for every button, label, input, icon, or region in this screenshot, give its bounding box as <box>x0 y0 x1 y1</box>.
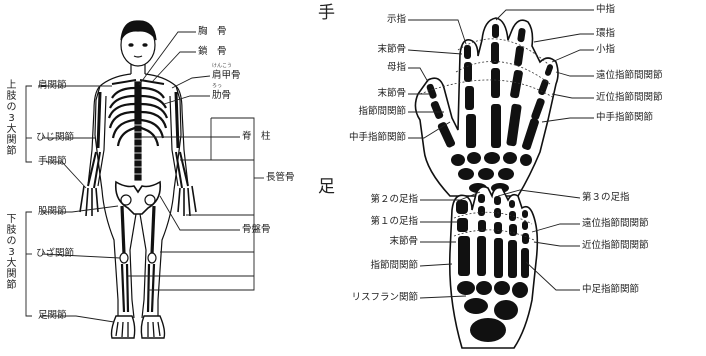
knee-joint-label: ひざ関節 <box>36 248 74 259</box>
foot-heading: 足 <box>318 178 335 196</box>
hand-pip-joint-label: 近位指節間関節 <box>596 92 663 103</box>
thumb-label: 母指 <box>387 62 406 73</box>
foot-pip-joint-label: 近位指節間関節 <box>582 240 649 251</box>
index-finger-label: 示指 <box>387 14 406 25</box>
shoulder-joint-label: 肩関節 <box>38 80 67 91</box>
hand-mcp-joint-right-label: 中手指節関節 <box>596 112 653 123</box>
middle-finger-label: 中指 <box>596 4 615 15</box>
wrist-joint-label: 手関節 <box>38 156 67 167</box>
hand-distal-phalanx-label-2: 末節骨 <box>377 88 406 99</box>
hand-mcp-joint-left-label: 中手指節関節 <box>349 132 406 143</box>
ring-finger-label: 環指 <box>596 28 615 39</box>
little-finger-label: 小指 <box>596 44 615 55</box>
foot-distal-phalanx-label: 末節骨 <box>389 236 418 247</box>
upper-limb-group-label: 上肢の3大関節 <box>6 80 17 157</box>
hand-interphalangeal-joint-label: 指節間関節 <box>358 106 406 117</box>
third-toe-label: 第３の足指 <box>582 192 630 203</box>
lower-limb-group-label: 下肢の3大関節 <box>6 214 17 291</box>
foot-dip-joint-label: 遠位指節間関節 <box>582 218 649 229</box>
spine-label: 脊 柱 <box>242 131 271 142</box>
second-toe-label: 第２の足指 <box>370 194 418 205</box>
clavicle-label: 鎖 骨 <box>198 46 227 57</box>
elbow-joint-label: ひじ関節 <box>36 132 74 143</box>
sternum-label: 胸 骨 <box>198 26 227 37</box>
pelvis-label: 骨盤骨 <box>242 224 271 235</box>
scapula-ruby: けんこう <box>212 64 232 69</box>
hand-distal-phalanx-label-1: 末節骨 <box>377 44 406 55</box>
foot-interphalangeal-joint-label: 指節間関節 <box>370 260 418 271</box>
ribs-label: 肋骨 <box>212 90 231 101</box>
lisfranc-joint-label: リスフラン関節 <box>351 292 418 303</box>
hand-dip-joint-label: 遠位指節間関節 <box>596 70 663 81</box>
hand-diagram <box>415 18 558 196</box>
hand-heading: 手 <box>318 4 335 22</box>
scapula-label: 肩甲骨 <box>212 70 241 81</box>
hip-joint-label: 股関節 <box>38 206 67 217</box>
ribs-ruby: ろっ <box>212 84 222 89</box>
ankle-joint-label: 足関節 <box>38 310 67 321</box>
long-bones-label: 長管骨 <box>266 172 295 183</box>
first-toe-label: 第１の足指 <box>370 216 418 227</box>
foot-mtp-joint-label: 中足指節関節 <box>582 284 639 295</box>
foot-diagram <box>450 187 538 348</box>
